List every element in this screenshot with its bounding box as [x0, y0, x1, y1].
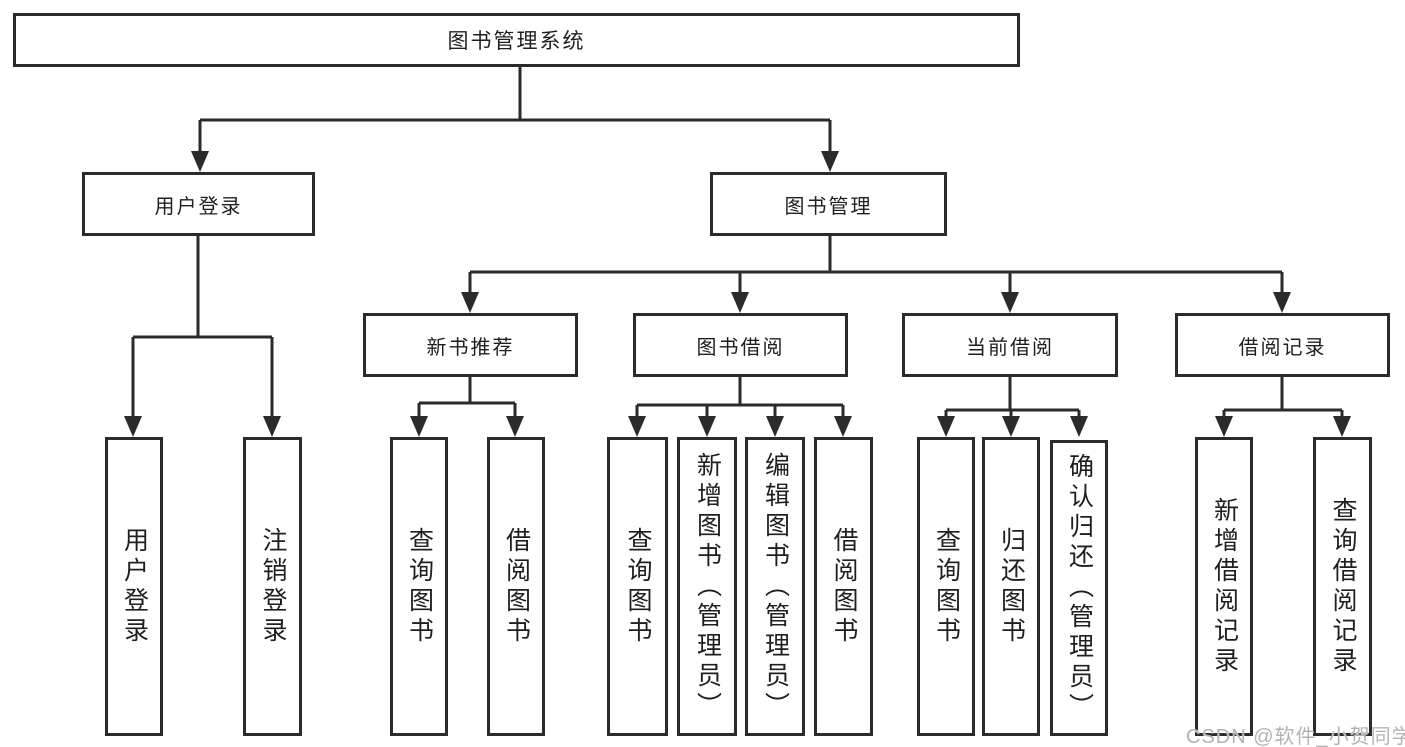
node-root: 图书管理系统 — [13, 13, 1020, 67]
leaf-bb-query-books: 查询图书 — [607, 437, 668, 736]
leaf-br-query-record: 查询借阅记录 — [1313, 437, 1372, 736]
leaf-bb-add-books-admin: 新增图书（管理员） — [677, 437, 737, 736]
leaf-bb-edit-books-admin: 编辑图书（管理员） — [745, 437, 805, 736]
node-book-management: 图书管理 — [710, 172, 947, 236]
leaf-bb-borrow-books: 借阅图书 — [814, 437, 873, 736]
node-user-login: 用户登录 — [82, 172, 315, 236]
node-book-borrow: 图书借阅 — [633, 313, 848, 377]
csdn-watermark: CSDN @软件_小贺同学 — [1186, 726, 1405, 747]
node-new-book-recommend: 新书推荐 — [363, 313, 578, 377]
node-borrow-records: 借阅记录 — [1175, 313, 1390, 377]
leaf-cb-confirm-return-admin: 确认归还（管理员） — [1050, 440, 1108, 736]
leaf-br-add-record: 新增借阅记录 — [1195, 437, 1253, 736]
leaf-cb-query-books: 查询图书 — [917, 437, 975, 736]
node-current-borrow: 当前借阅 — [902, 313, 1118, 377]
leaf-nbr-borrow-books: 借阅图书 — [487, 437, 545, 736]
leaf-cb-return-books: 归还图书 — [982, 437, 1040, 736]
leaf-nbr-query-books: 查询图书 — [390, 437, 448, 736]
leaf-user-login: 用户登录 — [105, 437, 163, 736]
leaf-logout: 注销登录 — [243, 437, 302, 736]
